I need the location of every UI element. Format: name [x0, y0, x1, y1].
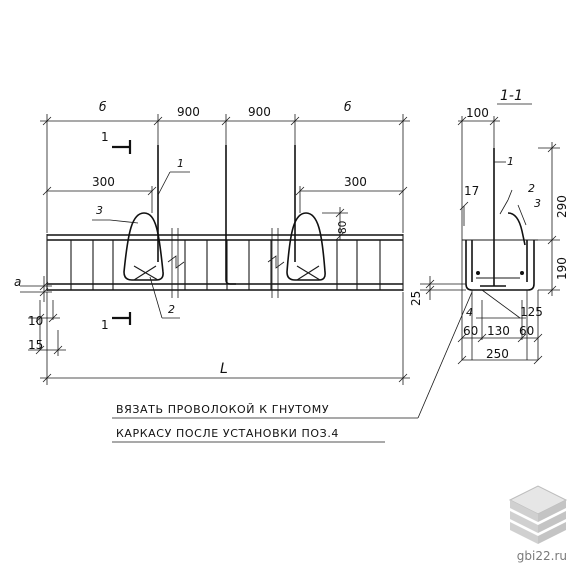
dim-60-left: 60 [463, 324, 478, 338]
dim-L: L [220, 361, 228, 377]
note-leader [112, 291, 473, 443]
dim-130: 130 [487, 324, 510, 338]
dim-190: 190 [555, 257, 569, 280]
reinforcement-cage [46, 228, 404, 298]
section-cut-top [112, 140, 132, 154]
section-callout-4: 4 [466, 306, 473, 319]
dim-250: 250 [486, 347, 509, 361]
note-line-1: ВЯЗАТЬ ПРОВОЛОКОЙ К ГНУТОМУ [116, 403, 329, 416]
section-callout-2: 2 [528, 182, 535, 195]
lifting-loop-left [123, 212, 164, 281]
dim-a: a [14, 275, 21, 289]
top-dimension-chain [40, 114, 410, 233]
hanger-bars [157, 145, 296, 285]
section-1-1-view [420, 116, 560, 365]
cut-mark-bottom-label: 1 [101, 318, 109, 332]
dim-10: 10 [28, 314, 43, 328]
dim-top-left: б [99, 100, 107, 114]
dim-300-left: 300 [92, 175, 115, 189]
dim-300-left-line [42, 186, 157, 213]
dim-L-line [40, 292, 410, 385]
dim-top-right: б [344, 100, 352, 114]
watermark-text: gbi22.ru [516, 549, 567, 563]
dim-80: 80 [337, 221, 349, 234]
callout-leaders [92, 171, 190, 319]
dim-125: 125 [520, 305, 543, 319]
dim-25: 25 [409, 291, 423, 306]
section-callout-3: 3 [534, 197, 541, 210]
dim-300-right-line [295, 186, 408, 213]
dim-60-right: 60 [519, 324, 534, 338]
callout-3: 3 [96, 204, 103, 217]
section-title: 1-1 [500, 88, 523, 104]
dim-top-mid2: 900 [248, 105, 271, 119]
dim-top-mid1: 900 [177, 105, 200, 119]
note-line-2: КАРКАСУ ПОСЛЕ УСТАНОВКИ ПОЗ.4 [116, 427, 339, 440]
left-small-dims [20, 276, 66, 356]
section-cut-bottom [112, 312, 132, 325]
dim-80-line [322, 207, 348, 241]
dim-300-right: 300 [344, 175, 367, 189]
callout-2: 2 [168, 303, 175, 316]
dim-290: 290 [555, 195, 569, 218]
callout-1: 1 [177, 157, 184, 170]
cut-mark-top-label: 1 [101, 130, 109, 144]
dim-100: 100 [466, 106, 489, 120]
section-callout-1: 1 [507, 155, 514, 168]
lifting-loop-right [286, 212, 326, 281]
watermark-logo-icon [508, 485, 568, 544]
dim-17: 17 [464, 184, 479, 198]
dim-15: 15 [28, 338, 43, 352]
